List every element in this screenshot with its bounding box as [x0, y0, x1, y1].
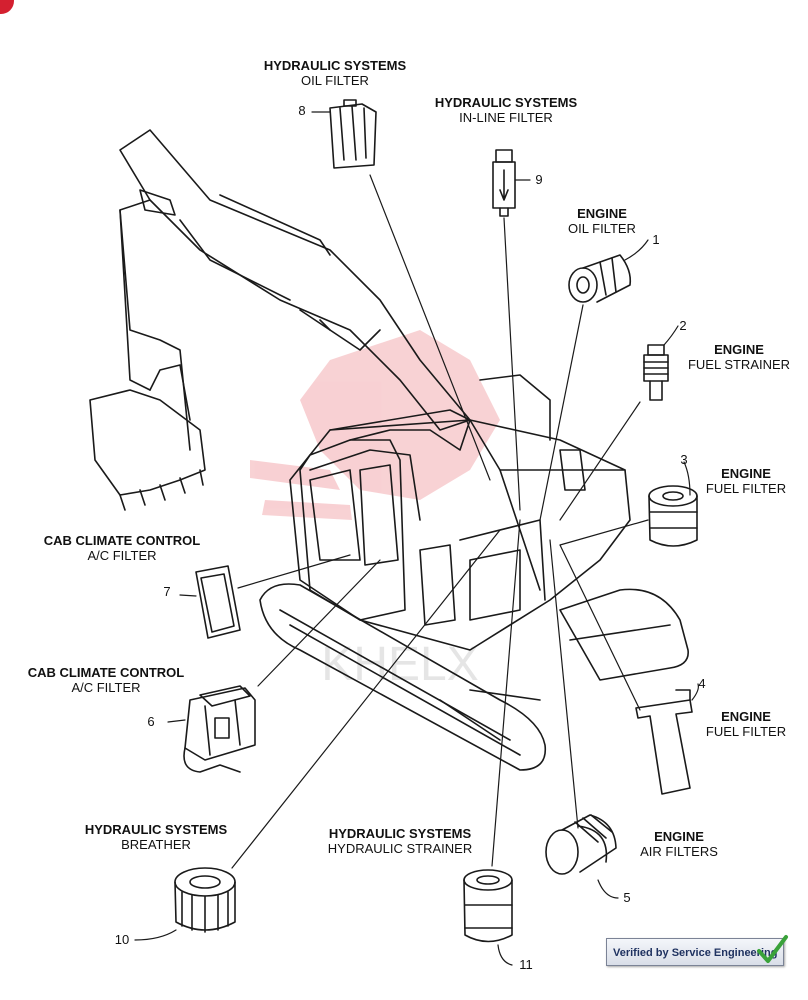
watermark-logo — [250, 330, 500, 520]
callout-number-4: 4 — [698, 676, 706, 691]
callout-number-1: 1 — [652, 232, 660, 247]
callout-number-3: 3 — [680, 452, 688, 467]
excavator-boom — [119, 129, 471, 451]
callout-number-10: 10 — [114, 932, 130, 947]
callout-number-11: 11 — [519, 957, 533, 972]
part-breather — [174, 867, 236, 933]
part-ac-filter-panel — [195, 565, 241, 639]
leader-lines — [134, 111, 699, 966]
callout-number-6: 6 — [147, 714, 155, 729]
part-hydraulic-oil-filter — [329, 99, 377, 169]
part-fuel-filter-4 — [635, 689, 693, 795]
verified-badge: Verified by Service Engineering — [606, 935, 788, 966]
callout-number-2: 2 — [679, 318, 687, 333]
watermark-text: KHELX — [321, 638, 478, 691]
verified-badge-text: Verified by Service Engineering — [613, 947, 778, 959]
part-air-filters — [545, 814, 617, 875]
part-engine-oil-filter — [568, 254, 632, 303]
callout-number-7: 7 — [163, 584, 171, 599]
excavator-cab — [299, 419, 471, 626]
part-in-line-filter — [492, 149, 516, 217]
callout-number-8: 8 — [298, 103, 306, 118]
part-ac-filter-unit — [183, 685, 256, 773]
callout-number-9: 9 — [535, 172, 543, 187]
part-fuel-strainer — [643, 344, 669, 401]
part-hydraulic-strainer — [463, 869, 513, 943]
checkmark-icon — [757, 935, 788, 963]
excavator-tracks — [259, 583, 689, 771]
excavator-bucket — [89, 364, 206, 511]
part-fuel-filter-3 — [648, 485, 698, 547]
callout-number-5: 5 — [623, 890, 631, 905]
